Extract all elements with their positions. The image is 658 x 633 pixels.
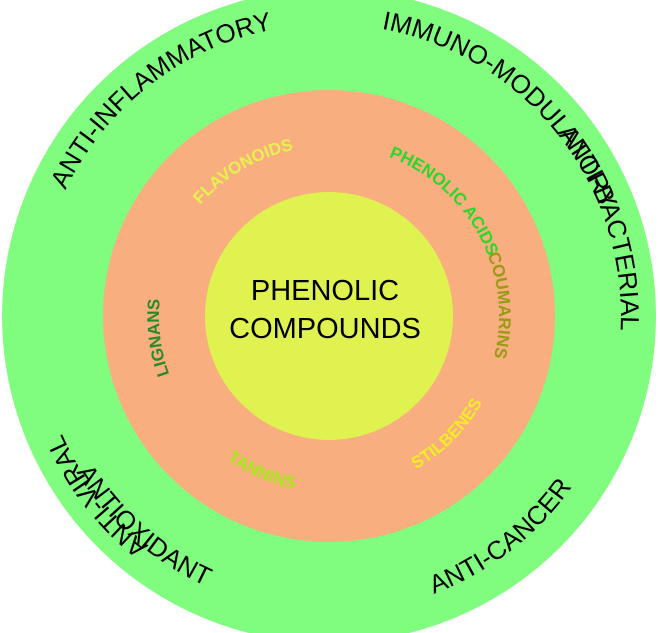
center-title-line2: COMPOUNDS <box>229 313 421 345</box>
center-disc <box>205 192 453 440</box>
center-title-line1: PHENOLIC <box>251 275 399 307</box>
